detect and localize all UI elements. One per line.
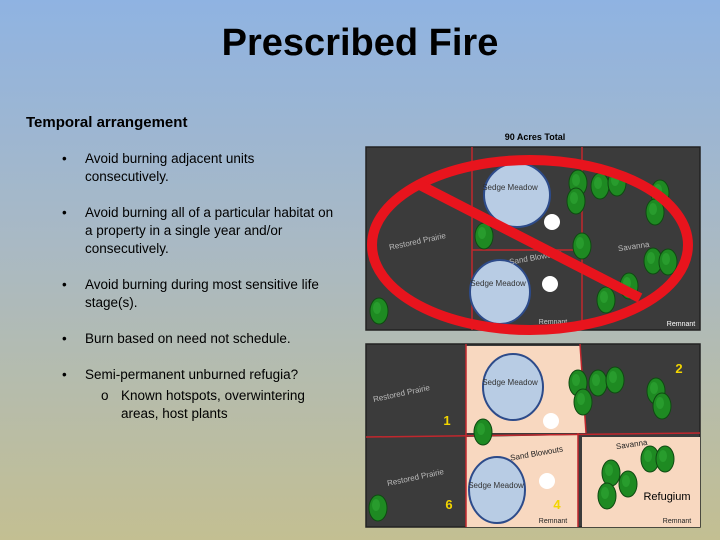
bullet-item: Semi-permanent unburned refugia? Known h… xyxy=(60,366,338,423)
sand-blowout xyxy=(543,413,559,429)
savanna-label: Savanna xyxy=(615,438,648,451)
unit-number: 4 xyxy=(553,497,561,512)
bullet-item: Avoid burning during most sensitive life… xyxy=(60,276,338,312)
bullet-item: Avoid burning adjacent units consecutive… xyxy=(60,150,338,186)
bullet-text: Semi-permanent unburned refugia? xyxy=(85,367,299,382)
sub-bullet-item: Known hotspots, overwintering areas, hos… xyxy=(97,387,338,423)
bullet-item: Avoid burning all of a particular habita… xyxy=(60,204,338,258)
sedge-meadow-label: Sedge Meadow xyxy=(482,378,538,387)
remnant-label: Remnant xyxy=(663,518,691,525)
sedge-meadow-shape xyxy=(468,456,526,524)
sedge-meadow-label: Sedge Meadow xyxy=(470,279,526,288)
sand-blowout xyxy=(539,473,555,489)
sand-blowout xyxy=(544,214,560,230)
sedge-meadow-shape xyxy=(469,259,531,325)
sedge-meadow-label: Sedge Meadow xyxy=(468,481,524,490)
unit-number: 1 xyxy=(443,413,450,428)
remnant-label: Remnant xyxy=(667,321,695,328)
bullet-list: Avoid burning adjacent units consecutive… xyxy=(60,150,338,441)
bottom-diagram: Sedge Meadow Sedge Meadow Restored Prair… xyxy=(365,343,701,528)
prohibition-sign xyxy=(367,155,693,335)
remnant-label: Remnant xyxy=(539,319,567,326)
total-acres-label: 90 Acres Total xyxy=(505,132,566,142)
savanna-label: Savanna xyxy=(617,240,650,253)
sub-bullet-list: Known hotspots, overwintering areas, hos… xyxy=(97,387,338,423)
sedge-meadow-shape xyxy=(482,353,544,421)
refugium-label: Refugium xyxy=(643,491,690,503)
unit-number: 6 xyxy=(445,497,452,512)
unit-number: 2 xyxy=(675,361,682,376)
section-subtitle: Temporal arrangement xyxy=(26,114,188,131)
sand-blowout xyxy=(542,276,558,292)
bullet-item: Burn based on need not schedule. xyxy=(60,330,338,348)
slide-title: Prescribed Fire xyxy=(221,22,499,64)
refugium-unit xyxy=(582,437,700,527)
remnant-label: Remnant xyxy=(539,518,567,525)
sedge-meadow-label: Sedge Meadow xyxy=(482,183,538,192)
top-diagram: Sedge Meadow Sedge Meadow Restored Prair… xyxy=(365,146,701,335)
